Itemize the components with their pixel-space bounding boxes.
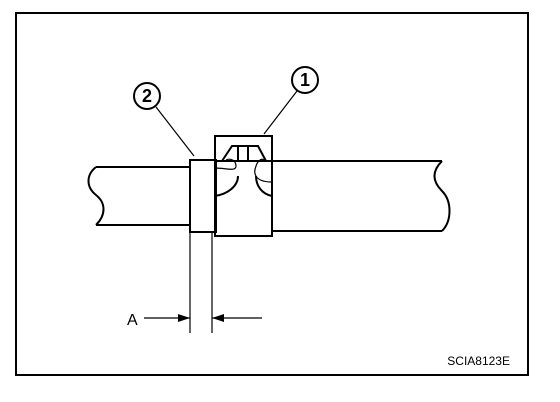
clamp <box>214 135 273 237</box>
dimension-a <box>144 314 262 322</box>
callout-2: 2 <box>133 82 195 157</box>
pipe-break-left <box>87 166 105 226</box>
callout-2-number: 2 <box>142 86 152 106</box>
callout-1: 1 <box>263 66 319 135</box>
figure-frame <box>15 12 529 376</box>
dimension-label: A <box>127 312 138 329</box>
figure-code: SCIA8123E <box>447 354 510 368</box>
callout-1-number: 1 <box>300 70 310 90</box>
pipe <box>87 160 451 232</box>
pipe-break-right <box>433 160 451 232</box>
boot-band <box>189 159 217 233</box>
